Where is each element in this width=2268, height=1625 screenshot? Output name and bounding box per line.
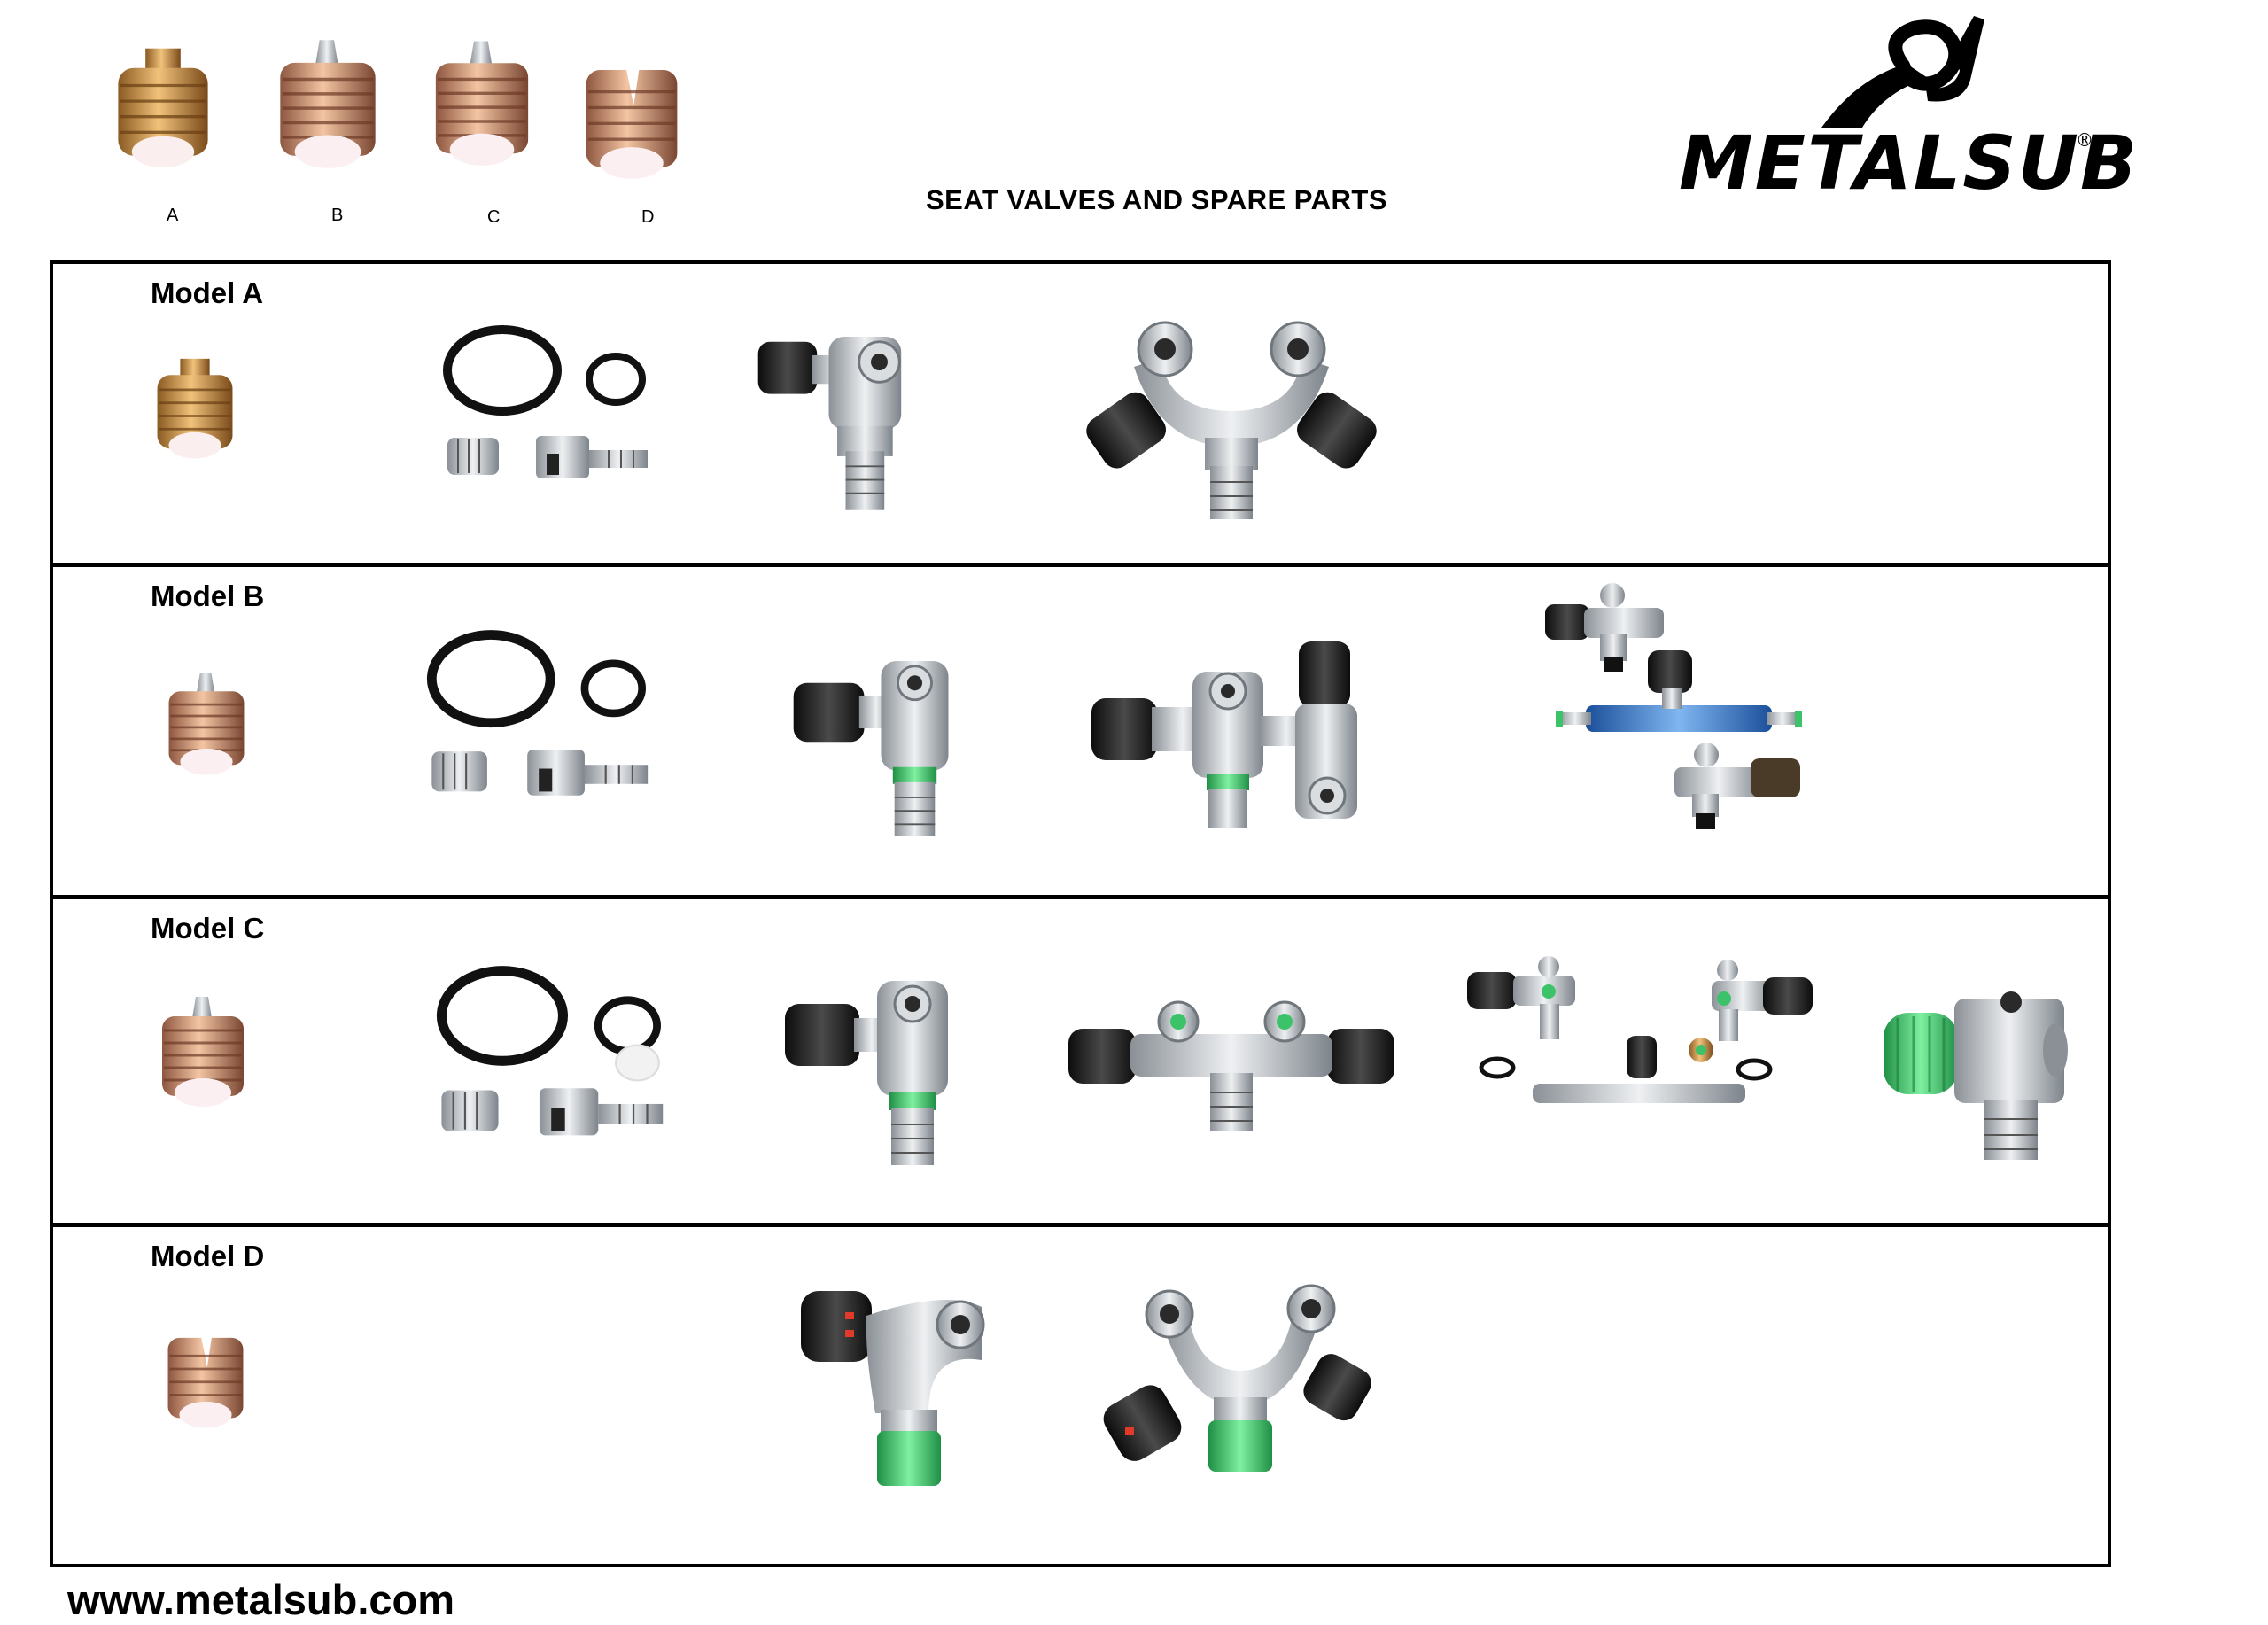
model-c-seat-image [138,997,268,1112]
model-a-y-valve-image [1081,314,1382,526]
model-c-green-knob-valve-image [1878,986,2073,1163]
model-a-seat-image [142,357,248,463]
seat-c-thumbnail [422,28,542,189]
model-b-single-valve-image [788,649,957,844]
registered-mark: ® [2076,129,2093,151]
model-a-single-valve-image [753,324,921,519]
model-d-single-valve-image [796,1280,999,1493]
website-url: www.metalsub.com [67,1576,455,1623]
model-b-manifold-kit-image [1542,581,1807,838]
model-c-single-valve-image [780,968,957,1172]
seat-caption-a: A [167,206,179,225]
model-b-row: Model B [53,567,2108,899]
model-a-row: Model A [53,264,2108,567]
model-a-label: Model A [151,276,264,309]
page-title: SEAT VALVES AND SPARE PARTS [926,184,1388,215]
seat-caption-d: D [641,207,655,227]
metalsub-logo-text: METALSUB [1679,120,2140,206]
seat-caption-c: C [487,207,501,227]
model-d-row: Model D [53,1227,2108,1564]
model-c-oring-kit-image [425,965,673,1151]
model-b-label: Model B [151,579,265,612]
model-d-seat-image [149,1326,262,1433]
seat-d-thumbnail [572,50,691,196]
seat-caption-b: B [331,206,344,225]
seat-a-thumbnail [105,44,221,180]
model-a-oring-kit-image [434,324,656,493]
model-d-y-valve-image [1099,1282,1382,1495]
models-table: Model A Model B Mod [50,260,2111,1567]
model-c-row: Model C [53,899,2108,1227]
model-b-seat-image [149,673,264,780]
model-c-exploded-kit-image [1462,956,1816,1133]
metalsub-logo-diver-icon [1821,16,1984,128]
model-d-label: Model D [151,1240,265,1272]
model-c-h-valve-image [1063,988,1400,1139]
model-c-label: Model C [151,912,265,945]
model-b-oring-kit-image [422,629,652,811]
model-b-modular-valve-image [1086,636,1387,831]
seat-b-thumbnail [266,32,390,187]
